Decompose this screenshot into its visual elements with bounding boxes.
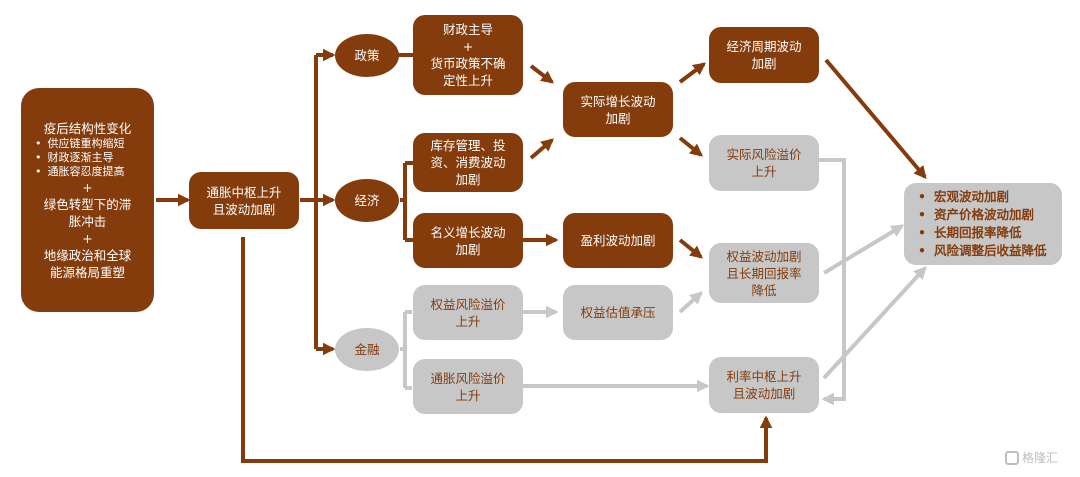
origin-bullet: 通胀容忍度提高 <box>21 165 125 179</box>
node-text: 加剧 <box>751 56 777 71</box>
node-text: 上升 <box>751 164 777 179</box>
real-growth-box: 实际增长波动 加剧 <box>563 82 673 137</box>
arrow-cycle-to-summary <box>824 58 927 179</box>
summary-item: 资产价格波动加剧 <box>918 206 1034 224</box>
node-text: + <box>462 39 474 54</box>
origin-mid-line: 胀冲击 <box>68 213 107 229</box>
inventory-box: 库存管理、投 资、消费波动 加剧 <box>413 133 523 192</box>
watermark-text: 格隆汇 <box>1022 451 1059 465</box>
origin-bullet: 财政逐渐主导 <box>21 151 114 165</box>
finance-node: 金融 <box>335 328 399 371</box>
node-text: 通胀风险溢价 <box>430 370 506 386</box>
equity-vol-box: 权益波动加剧 且长期回报率 降低 <box>709 243 819 303</box>
node-text: 库存管理、投 <box>430 138 506 153</box>
policy-node: 政策 <box>335 34 399 77</box>
node-text: 盈利波动加剧 <box>580 233 656 248</box>
cycle-box: 经济周期波动 加剧 <box>709 27 819 83</box>
node-text: 加剧 <box>455 241 481 257</box>
economy-node: 经济 <box>335 179 399 222</box>
arrow-valuation-to-equityvol <box>678 291 703 314</box>
node-text: 加剧 <box>455 172 481 187</box>
equity-premium-box: 权益风险溢价 上升 <box>413 285 523 340</box>
arrow-inventory-to-realgrowth <box>529 138 554 160</box>
node-text: 且长期回报率 <box>726 265 802 281</box>
arrow-profit-to-equityvol <box>678 238 703 259</box>
origin-mid-line: 绿色转型下的滞 <box>43 196 132 212</box>
node-text: 加剧 <box>605 110 631 126</box>
node-text: 经济 <box>354 193 380 208</box>
node-text: 且波动加剧 <box>732 386 796 401</box>
summary-item: 风险调整后收益降低 <box>918 242 1047 260</box>
fiscal-box: 财政主导 + 货币政策不确 定性上升 <box>413 15 523 95</box>
arrow-inflation-to-rate <box>241 237 773 463</box>
node-text: 利率中枢上升 <box>726 369 802 384</box>
node-text: 上升 <box>455 387 481 403</box>
inflation-box: 通胀中枢上升 且波动加剧 <box>189 172 299 229</box>
node-text: 通胀中枢上升 <box>206 184 282 200</box>
nominal-box: 名义增长波动 加剧 <box>413 213 523 268</box>
rate-box: 利率中枢上升 且波动加剧 <box>709 357 819 413</box>
node-text: 降低 <box>751 282 777 298</box>
arrow-realgrowth-to-realrisk <box>678 136 703 157</box>
origin-plus: + <box>82 179 93 195</box>
node-text: 权益估值承压 <box>580 305 656 320</box>
watermark: 格隆汇 <box>1005 449 1058 466</box>
origin-title: 疫后结构性变化 <box>43 120 132 136</box>
node-text: 货币政策不确 <box>430 56 506 71</box>
summary-box: 宏观波动加剧 资产价格波动加剧 长期回报率降低 风险调整后收益降低 <box>904 183 1062 265</box>
arrow-realgrowth-to-cycle <box>678 62 707 84</box>
node-text: 权益波动加剧 <box>726 248 802 264</box>
arrow-rate-to-summary <box>822 266 927 380</box>
real-risk-box: 实际风险溢价 上升 <box>709 135 819 191</box>
summary-item: 宏观波动加剧 <box>918 188 1009 206</box>
arrow-equityvol-to-summary <box>822 224 905 275</box>
origin-plus: + <box>82 230 93 246</box>
node-text: 且波动加剧 <box>212 201 276 217</box>
origin-bullet: 供应链重构缩短 <box>21 137 125 151</box>
arrow-realrisk-to-rate <box>819 158 846 406</box>
node-text: 财政主导 <box>442 22 493 37</box>
valuation-box: 权益估值承压 <box>563 285 673 340</box>
node-text: 上升 <box>455 313 481 329</box>
profit-box: 盈利波动加剧 <box>563 213 673 268</box>
inflation-premium-box: 通胀风险溢价 上升 <box>413 359 523 414</box>
origin-end-line: 能源格局重塑 <box>49 264 125 280</box>
node-text: 资、消费波动 <box>430 155 506 170</box>
node-text: 金融 <box>354 342 380 357</box>
summary-item: 长期回报率降低 <box>918 224 1022 242</box>
origin-box: 疫后结构性变化 供应链重构缩短 财政逐渐主导 通胀容忍度提高 + 绿色转型下的滞… <box>21 88 154 312</box>
node-text: 定性上升 <box>442 73 493 88</box>
node-text: 权益风险溢价 <box>430 296 506 312</box>
node-text: 实际增长波动 <box>580 93 656 109</box>
node-text: 政策 <box>354 48 380 63</box>
arrow-fiscal-to-realgrowth <box>529 64 555 84</box>
origin-end-line: 地缘政治和全球 <box>43 247 132 263</box>
node-text: 名义增长波动 <box>430 224 506 240</box>
node-text: 经济周期波动 <box>726 39 802 54</box>
watermark-logo-icon <box>1005 450 1019 465</box>
node-text: 实际风险溢价 <box>726 147 802 162</box>
